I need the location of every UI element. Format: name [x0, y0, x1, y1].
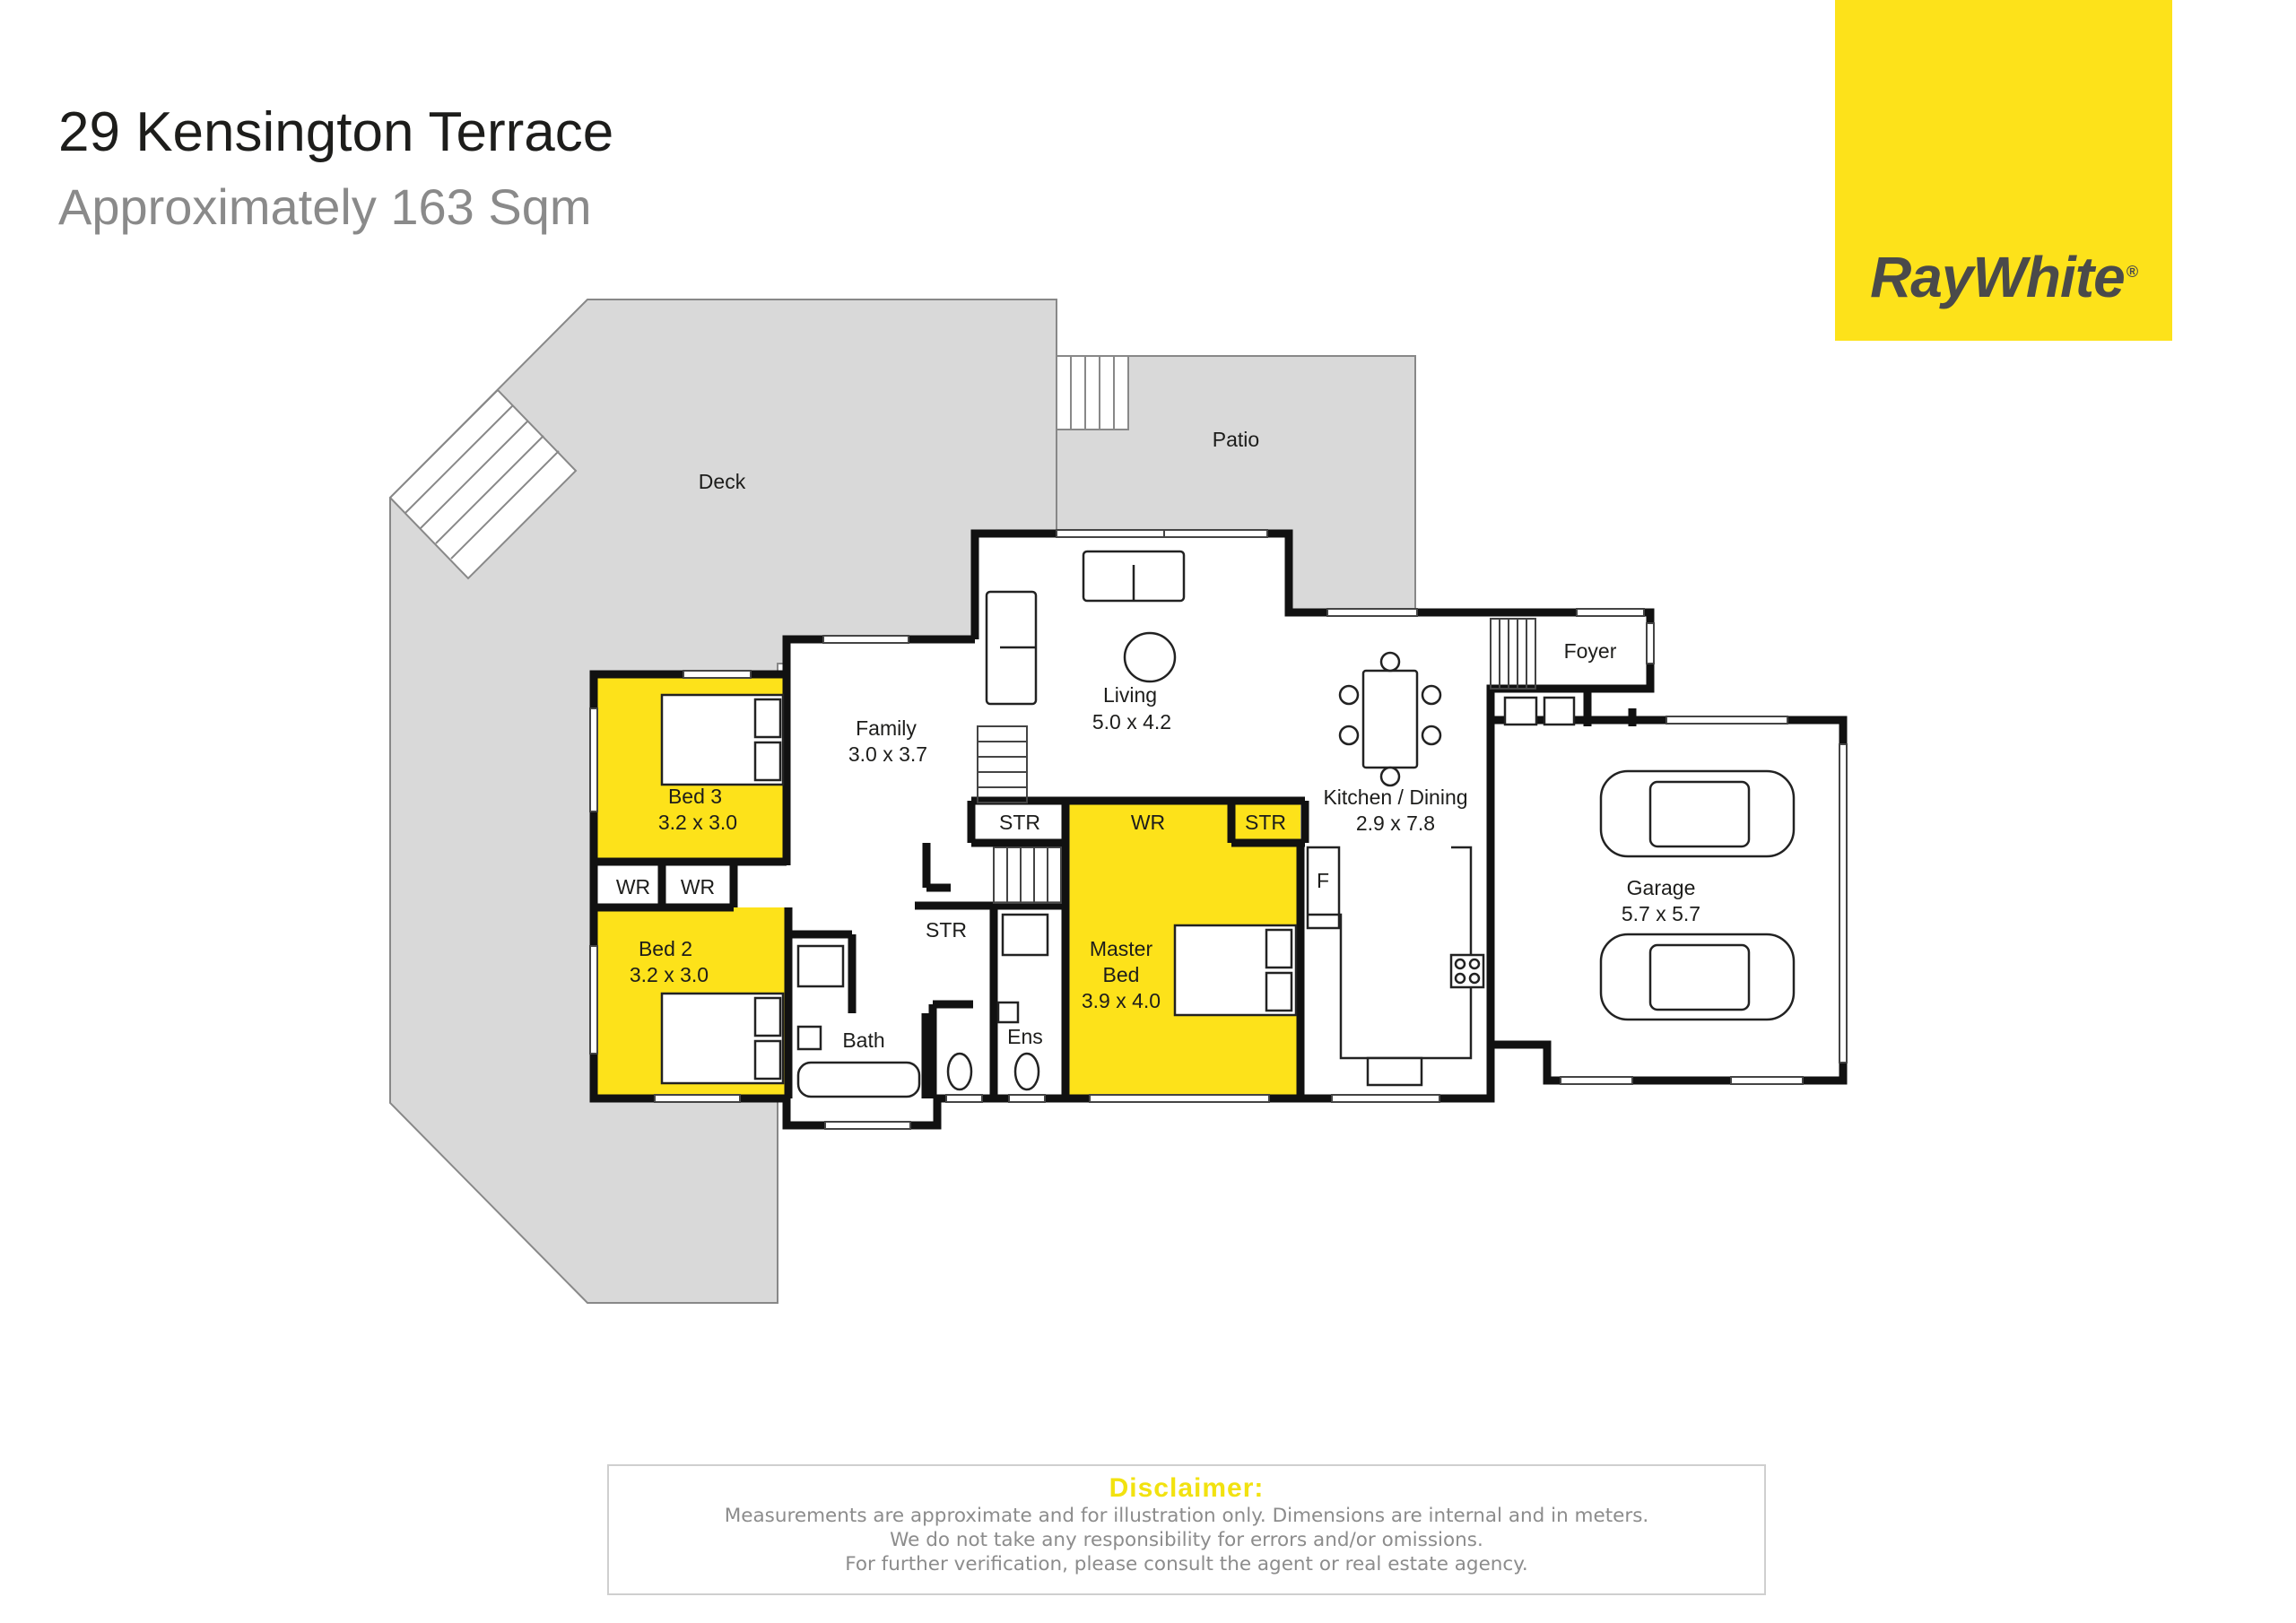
- disclaimer-title: Disclaimer:: [1109, 1473, 1265, 1503]
- deck-stairs: [388, 388, 578, 580]
- garage-car-1: [1599, 769, 1796, 858]
- master-dims: 3.9 x 4.0: [1082, 989, 1161, 1012]
- family-dims: 3.0 x 3.7: [848, 742, 927, 766]
- living-sofa: [985, 550, 1186, 706]
- bath-label: Bath: [842, 1028, 884, 1052]
- disclaimer-line: For further verification, please consult…: [845, 1553, 1528, 1575]
- raywhite-logo: RayWhite®: [1835, 0, 2172, 341]
- master-wr-highlight: [1067, 801, 1231, 844]
- master-label-1: Master: [1090, 937, 1153, 960]
- master-label-2: Bed: [1103, 963, 1140, 986]
- disclaimer-box: Disclaimer: Measurements are approximate…: [607, 1464, 1766, 1595]
- living-dims: 5.0 x 4.2: [1092, 710, 1171, 733]
- patio-stairs: [1056, 355, 1129, 430]
- garage-label: Garage: [1627, 876, 1696, 899]
- foyer-label: Foyer: [1564, 639, 1617, 663]
- kitchen-bench: [1306, 846, 1485, 1087]
- bed2-bed: [660, 992, 785, 1085]
- logo-wordmark: RayWhite®: [1870, 245, 2138, 309]
- kitchen-dims: 2.9 x 7.8: [1356, 812, 1435, 835]
- wr-label-bed3: WR: [616, 875, 650, 898]
- str-label-family: STR: [999, 811, 1040, 834]
- property-address: 29 Kensington Terrace: [58, 101, 614, 163]
- disclaimer-line: We do not take any responsibility for er…: [890, 1529, 1483, 1551]
- coffee-table: [1123, 631, 1177, 683]
- str-label-hall: STR: [926, 918, 967, 942]
- bed2-dims: 3.2 x 3.0: [630, 963, 709, 986]
- windows: [589, 529, 1848, 1130]
- deck-label: Deck: [699, 470, 746, 493]
- garage-car-2: [1599, 933, 1796, 1021]
- garage-dims: 5.7 x 5.7: [1622, 902, 1700, 925]
- dining-table: [1338, 651, 1442, 787]
- ens-label: Ens: [1007, 1025, 1043, 1048]
- bed2-label: Bed 2: [639, 937, 692, 960]
- family-label: Family: [856, 716, 917, 740]
- bathroom-fixtures: [796, 913, 1049, 1098]
- master-bed: [1173, 924, 1298, 1017]
- property-area: Approximately 163 Sqm: [58, 178, 592, 235]
- bed3-dims: 3.2 x 3.0: [658, 811, 737, 834]
- wr-label-bed2: WR: [681, 875, 715, 898]
- fridge-label: F: [1317, 869, 1329, 892]
- kitchen-label: Kitchen / Dining: [1323, 785, 1467, 809]
- living-label: Living: [1103, 683, 1157, 707]
- bed3-label: Bed 3: [668, 785, 722, 808]
- laundry-fixtures: [1503, 696, 1576, 726]
- interior-stairs: [977, 618, 1536, 904]
- str-label-kitchen: STR: [1245, 811, 1286, 834]
- wr-label-master: WR: [1131, 811, 1165, 834]
- bed3-bed: [660, 693, 785, 786]
- disclaimer-line: Measurements are approximate and for ill…: [724, 1505, 1649, 1527]
- patio-label: Patio: [1213, 428, 1259, 451]
